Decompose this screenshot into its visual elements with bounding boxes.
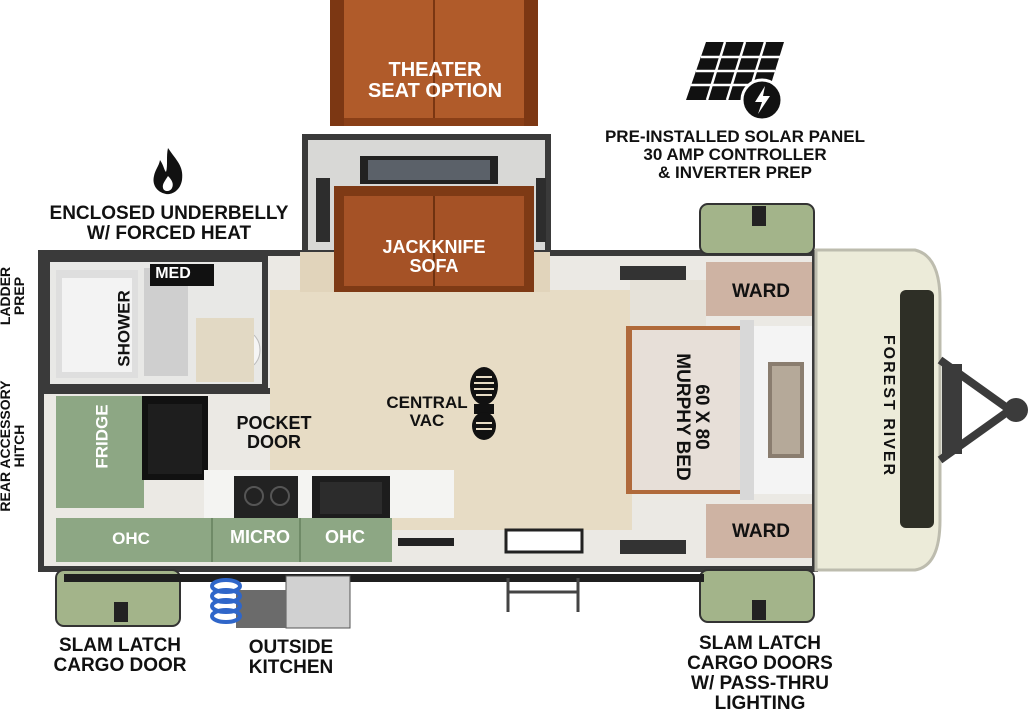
medicine-cabinet [150, 264, 214, 286]
ohc-right-label: OHC [325, 527, 365, 547]
ward-top-label: WARD [731, 281, 791, 302]
boot-print-icon [470, 367, 498, 440]
kitchen [56, 396, 454, 562]
jackknife-sofa [316, 156, 546, 292]
solar-panel-icon [686, 41, 784, 122]
side-rail [64, 574, 704, 582]
ohc-left-label: OHC [112, 529, 150, 548]
ward-bottom-label: WARD [731, 521, 791, 542]
fire-icon [153, 148, 183, 195]
brand-logo: FOREST RIVER [880, 334, 897, 478]
water-hose-icon [210, 578, 242, 624]
med-label: MED [155, 265, 191, 282]
overhead-cabinets [56, 518, 392, 562]
fridge-label: FRIDGE [92, 404, 112, 469]
outside-kitchen [236, 575, 351, 629]
front-cap [814, 248, 1028, 572]
micro-label: MICRO [230, 527, 290, 547]
ward-bottom [706, 504, 812, 558]
entry-steps [506, 578, 580, 612]
ward-top [706, 262, 812, 316]
theater-seat-option [330, 0, 538, 126]
bathroom [38, 256, 270, 394]
fenders [55, 203, 815, 627]
bedroom [626, 262, 812, 558]
floor-vent [504, 528, 584, 554]
murphy-bed [632, 330, 746, 490]
shower-label: SHOWER [114, 290, 134, 367]
